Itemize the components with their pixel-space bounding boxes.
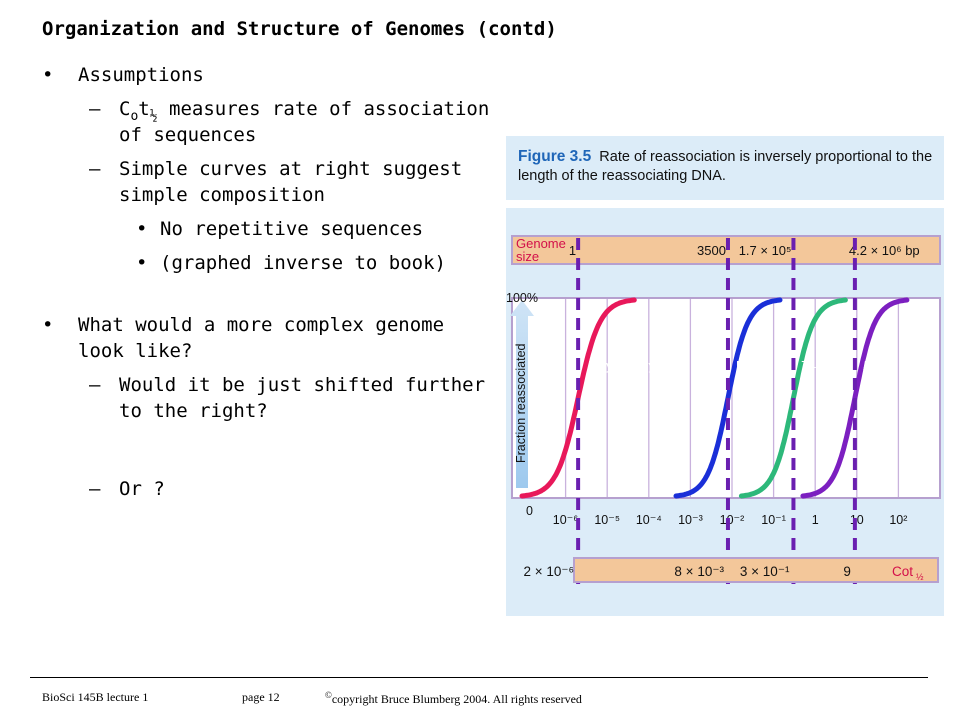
subbullet-simple-curves: – Simple curves at right suggest simple …	[42, 156, 492, 208]
reassociation-chart: Genome size 1 3500 1.7 × 10⁵ 4.2 × 10⁶ bp F…	[506, 235, 941, 584]
dash-marker: –	[89, 98, 101, 120]
bullet-marker: •	[42, 64, 54, 86]
x-tick-label: 10⁻⁶	[553, 513, 579, 527]
footer-divider	[30, 677, 928, 678]
copyright-symbol: ©	[325, 690, 332, 700]
curve-label: T4	[801, 359, 816, 373]
footer-copyright: ©copyright Bruce Blumberg 2004. All righ…	[325, 690, 582, 707]
bullet-text: Or ?	[119, 478, 165, 500]
cot-t: t	[138, 98, 150, 120]
cot-c: C	[119, 98, 131, 120]
cot-rest: measures rate of association of sequence…	[119, 98, 490, 146]
cot-half-value: 9	[843, 564, 851, 579]
y-top-label: 100%	[506, 291, 538, 305]
x-tick-label: 10⁻³	[678, 513, 703, 527]
x-tick-label: 10²	[889, 513, 907, 527]
bullet-text: Assumptions	[78, 64, 204, 86]
figure-3-5: Figure 3.5 Rate of reassociation is inve…	[506, 136, 944, 616]
genome-size-value: 1.7 × 10⁵	[739, 243, 792, 258]
subsub-graphed-inverse: • (graphed inverse to book)	[42, 250, 492, 276]
x-tick-label: 10⁻⁴	[636, 513, 662, 527]
bullet-text: What would a more complex genome look li…	[78, 314, 445, 362]
genome-size-label-1: Genome	[516, 236, 566, 251]
genome-size-value: 4.2 × 10⁶ bp	[849, 243, 920, 258]
figure-body: Genome size 1 3500 1.7 × 10⁵ 4.2 × 10⁶ bp F…	[506, 208, 944, 616]
subbullet-or: – Or ?	[42, 476, 492, 502]
cot-sub-half: ½	[149, 109, 158, 124]
dash-marker: –	[89, 158, 101, 180]
curve-label: Poly U: poly A	[588, 359, 666, 373]
bullet-text: No repetitive sequences	[160, 218, 424, 240]
cot-half-value: 8 × 10⁻³	[674, 564, 724, 579]
x-tick-label: 10⁻²	[720, 513, 745, 527]
genome-size-value: 1	[569, 243, 576, 258]
footer-page: page 12	[242, 690, 280, 704]
genome-size-value: 3500	[697, 243, 726, 258]
bullet-marker: •	[42, 314, 54, 336]
y-axis-title: Fraction reassociated	[514, 343, 528, 463]
footer-course: BioSci 145B lecture 1	[42, 690, 149, 704]
slide-content: • Assumptions – Cot½ measures rate of as…	[42, 62, 492, 510]
bullet-text: (graphed inverse to book)	[160, 252, 446, 274]
curve-label: MS2	[736, 359, 762, 373]
copyright-text: copyright Bruce Blumberg 2004. All right…	[331, 692, 582, 706]
bullet-text: Would it be just shifted further to the …	[119, 374, 486, 422]
slide-title: Organization and Structure of Genomes (c…	[42, 18, 557, 40]
x-tick-label: 1	[812, 513, 819, 527]
genome-size-label-2: size	[516, 249, 539, 264]
bullet-marker: •	[136, 218, 148, 240]
bullet-complex-genome: • What would a more complex genome look …	[42, 312, 492, 364]
figure-header: Figure 3.5 Rate of reassociation is inve…	[506, 136, 944, 200]
cot-band	[573, 557, 939, 583]
subbullet-shifted: – Would it be just shifted further to th…	[42, 372, 492, 424]
bullet-marker: •	[136, 252, 148, 274]
figure-number: Figure 3.5	[518, 148, 592, 165]
dash-marker: –	[89, 478, 101, 500]
bullet-assumptions: • Assumptions	[42, 62, 492, 88]
cot-half-value: 3 × 10⁻¹	[740, 564, 790, 579]
y-bottom-label: 0	[526, 504, 533, 518]
cot-half-value: 2 × 10⁻⁶	[524, 564, 575, 579]
y-axis-arrow	[510, 300, 534, 488]
bullet-text: Simple curves at right suggest simple co…	[119, 158, 463, 206]
curve-label: E. coli	[863, 359, 898, 373]
subsub-no-repetitive: • No repetitive sequences	[42, 216, 492, 242]
cot-sub-o: o	[130, 109, 139, 124]
x-tick-label: 10⁻¹	[761, 513, 786, 527]
figure-caption-block: Figure 3.5 Rate of reassociation is inve…	[518, 147, 938, 186]
x-tick-label: 10⁻⁵	[594, 513, 620, 527]
figure-caption: Rate of reassociation is inversely propo…	[518, 149, 933, 184]
cot-label: Cot	[892, 564, 913, 579]
subbullet-cot: – Cot½ measures rate of association of s…	[42, 96, 492, 148]
cot-label-sub: ½	[916, 572, 924, 582]
dash-marker: –	[89, 374, 101, 396]
